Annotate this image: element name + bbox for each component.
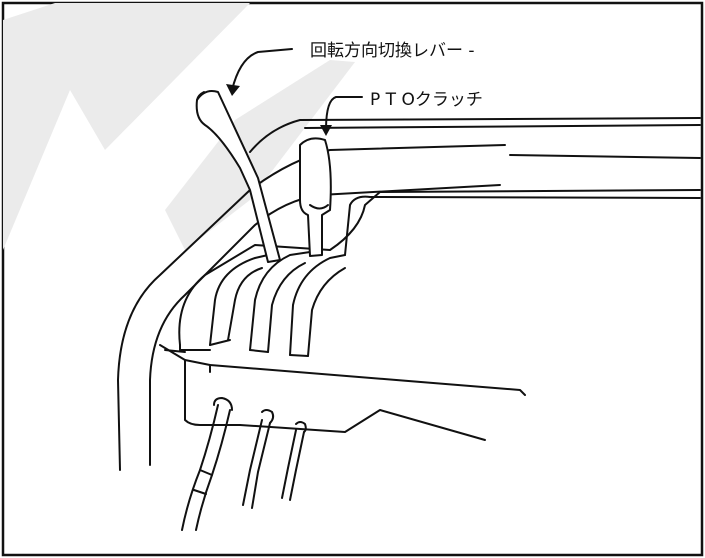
box-front-left — [159, 344, 241, 426]
cable-2b — [251, 422, 271, 509]
label-pto-clutch: P T Oクラッチ — [370, 90, 483, 110]
box-bottom-edge — [239, 409, 486, 441]
slot-1-inner — [227, 267, 263, 341]
label-rotation-lever: 回転方向切換レバー - — [310, 41, 475, 61]
slot-2-outer — [249, 251, 311, 351]
pto-clutch-lever — [299, 137, 332, 257]
cable-3-fitting — [295, 421, 307, 433]
leader-arrow-rotation-lever — [226, 84, 240, 96]
leader-line-rotation-lever — [231, 48, 293, 91]
cable-3b — [289, 431, 305, 501]
leader-line-pto-clutch — [325, 96, 363, 131]
gate-plate-edge — [178, 189, 701, 346]
cable-3a — [281, 429, 297, 499]
gate-plate-corner — [179, 344, 211, 351]
console-top-rim — [249, 117, 701, 153]
lever-illustration — [117, 48, 701, 531]
cable-2-fitting — [261, 409, 275, 424]
slot-3-inner — [307, 267, 346, 357]
console-right-edge — [509, 154, 701, 159]
cable-2a — [242, 419, 263, 506]
slot-2-inner — [267, 262, 306, 353]
watermark-shape — [3, 3, 355, 250]
slot-3-outer — [289, 254, 346, 356]
box-top-front-edge — [184, 359, 526, 396]
leader-arrow-pto-clutch — [320, 125, 332, 136]
cable-1-fitting — [213, 397, 233, 411]
rotation-lever — [195, 90, 281, 263]
console-top-edge — [304, 124, 701, 129]
gate-plate-edge-2 — [344, 195, 701, 256]
slot-1-outer — [209, 254, 269, 346]
